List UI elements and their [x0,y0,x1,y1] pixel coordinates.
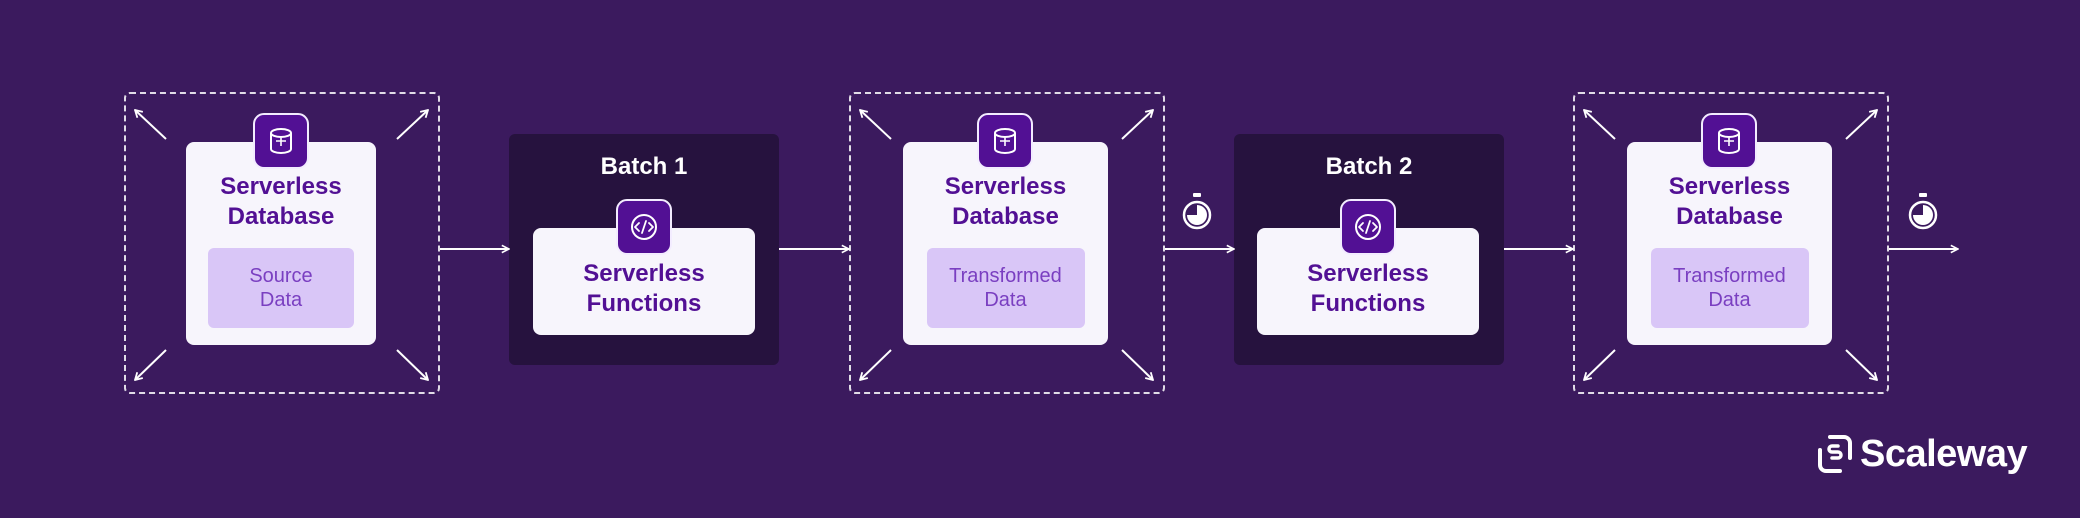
data-chip: Source Data [208,248,354,328]
chip-label: Data [1708,289,1751,311]
expand-arrow-icon [1584,110,1616,140]
code-icon [1340,199,1396,255]
brand-logo: Scaleway [1818,432,2058,476]
database-card: Serverless Database Source Data [186,142,376,345]
chip-label: Data [259,289,303,311]
chip-label: Transformed [949,265,1062,287]
scaling-zone [1573,92,1889,394]
card-title-line: Database [1676,203,1783,230]
expand-arrow-icon [1845,349,1877,380]
stopwatch-icon [1182,193,1212,230]
database-icon [253,113,309,169]
card-title-line: Serverless [944,173,1067,200]
scaling-zone [124,92,440,394]
card-title-line: Serverless [220,173,342,200]
database-icon [1701,113,1757,169]
scaling-zone [849,92,1165,394]
expand-arrow-icon [1121,349,1153,380]
batch-label: Batch 2 [1325,153,1413,180]
brand-name: Scaleway [1860,433,2028,475]
stopwatch-icon [1908,193,1938,230]
expand-arrow-icon [135,110,167,140]
functions-card: Serverless Functions [1257,228,1479,335]
expand-arrow-icon [396,110,428,140]
card-title-line: Functions [586,290,702,317]
card-title-line: Serverless [1668,173,1791,200]
card-title-line: Functions [1310,290,1426,317]
expand-arrow-icon [860,349,892,380]
card-title-line: Database [952,203,1059,230]
data-chip: Transformed Data [1650,248,1809,328]
batch-label: Batch 1 [600,153,688,180]
database-card: Serverless Database Transformed Data [903,142,1108,345]
card-title-line: Serverless [583,260,705,287]
expand-arrow-icon [396,349,428,380]
code-icon [616,199,672,255]
data-chip: Transformed Data [926,248,1085,328]
expand-arrow-icon [1121,110,1153,140]
card-title-line: Database [227,203,335,230]
expand-arrow-icon [135,349,167,380]
database-card: Serverless Database Transformed Data [1627,142,1832,345]
expand-arrow-icon [1845,110,1877,140]
card-title-line: Serverless [1307,260,1429,287]
chip-label: Source [249,265,313,287]
expand-arrow-icon [1584,349,1616,380]
database-icon [977,113,1033,169]
scaleway-logo-icon [1818,435,1852,473]
chip-label: Transformed [1673,265,1786,287]
chip-label: Data [984,289,1027,311]
expand-arrow-icon [860,110,892,140]
